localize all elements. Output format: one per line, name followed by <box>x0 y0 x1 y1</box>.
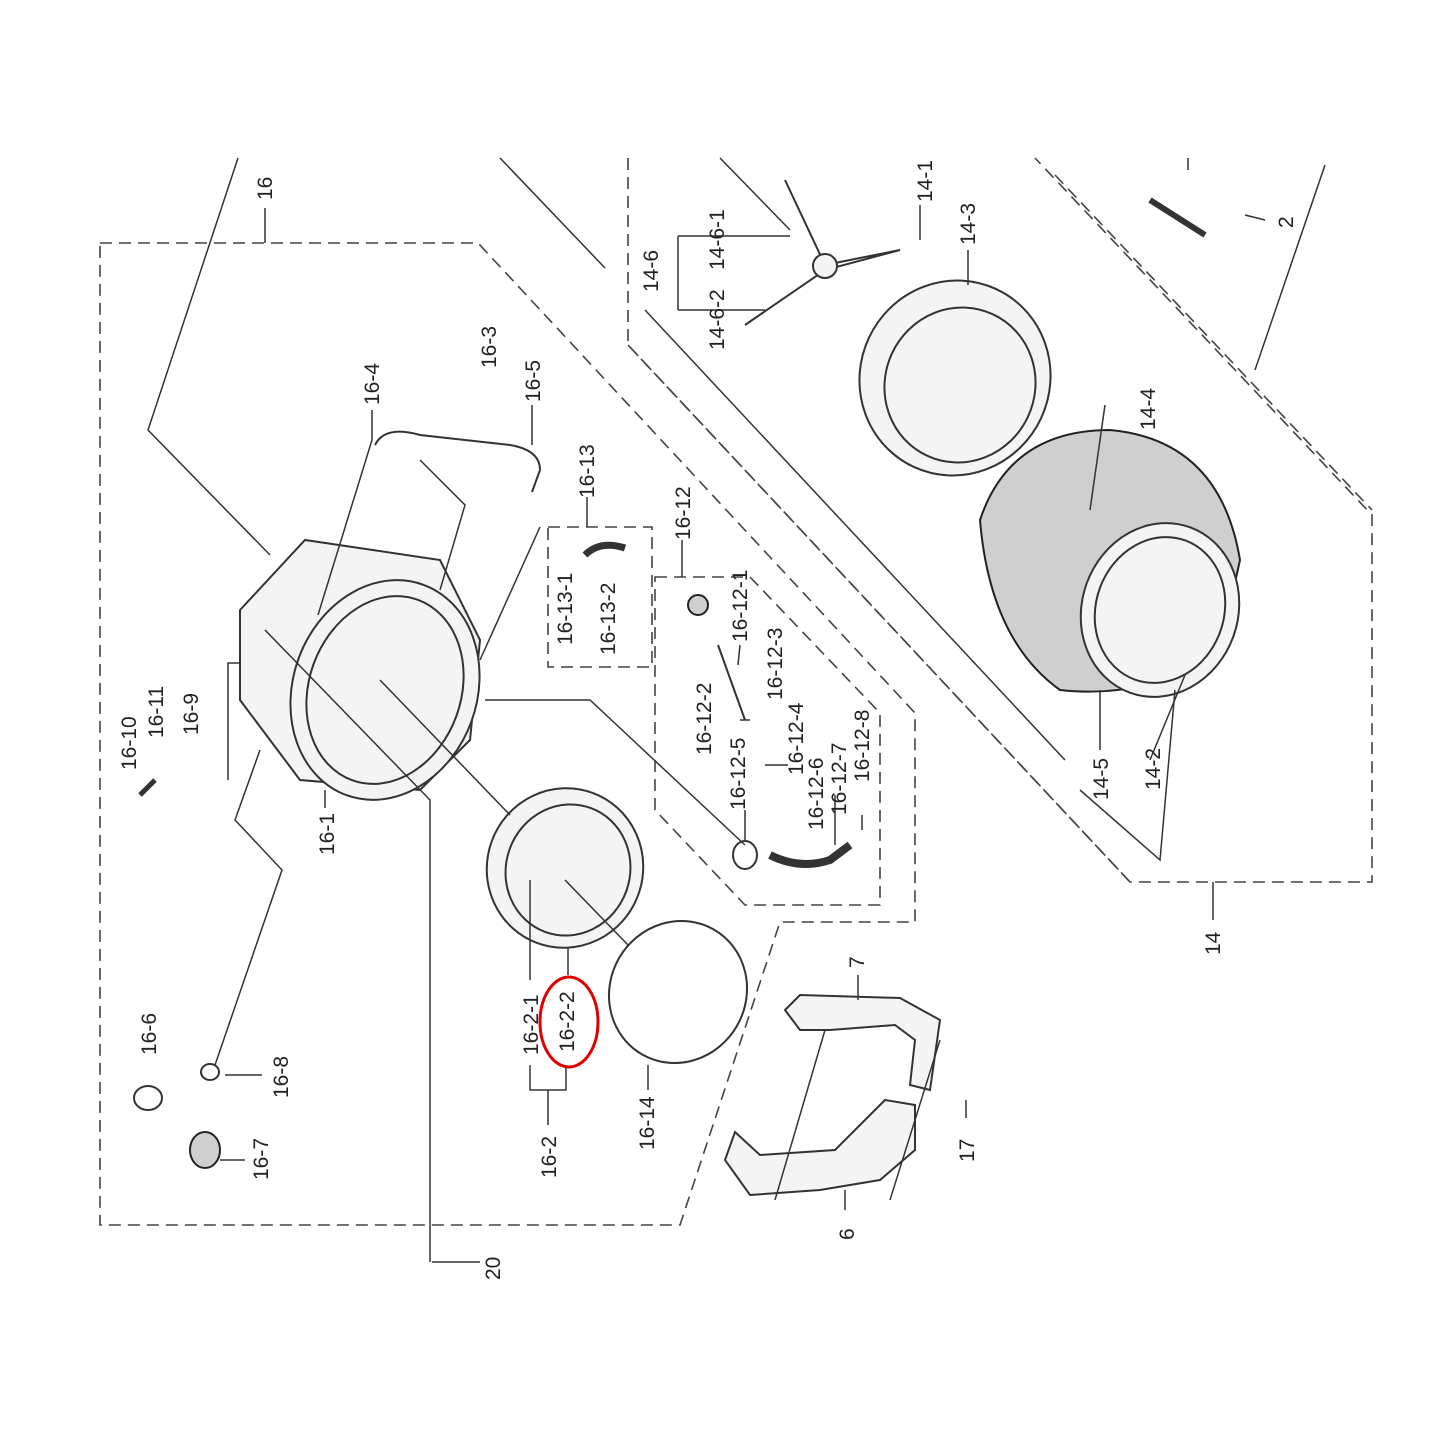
part-16-12-pump-hose <box>768 841 853 868</box>
label-14-1: 14-1 <box>914 160 937 202</box>
label-16-12-4: 16-12-4 <box>785 702 808 775</box>
label-16-2-1: 16-2-1 <box>520 994 543 1055</box>
label-16-1: 16-1 <box>316 813 339 855</box>
label-16-12-6: 16-12-6 <box>805 758 828 830</box>
label-16-12-7: 16-12-7 <box>828 743 851 815</box>
label-20: 20 <box>482 1257 505 1280</box>
part-16-13-2 <box>582 541 627 558</box>
part-16-6 <box>133 1085 163 1111</box>
part-16-8 <box>200 1063 220 1081</box>
label-16-13-2: 16-13-2 <box>597 583 620 655</box>
separator-line <box>499 157 606 269</box>
separator-line <box>1254 164 1326 371</box>
label-16-4: 16-4 <box>361 363 384 405</box>
tub-part-16-1 <box>239 538 482 801</box>
label-16-8: 16-8 <box>270 1056 293 1098</box>
label-16-12: 16-12 <box>672 486 695 540</box>
label-14-5: 14-5 <box>1090 758 1113 800</box>
part-16-11 <box>138 778 157 797</box>
label-16-12-1: 16-12-1 <box>729 570 752 642</box>
label-16-13-1: 16-13-1 <box>554 573 577 645</box>
label-16-14: 16-14 <box>636 1096 659 1150</box>
group-14-inner-dash <box>1054 174 1373 511</box>
label-16-6: 16-6 <box>138 1013 161 1055</box>
highlight-circle <box>538 975 600 1069</box>
part-16-7 <box>189 1131 221 1169</box>
spider-part-14-6 <box>744 179 901 326</box>
frame-part-6 <box>723 1098 916 1197</box>
label-14-6-2: 14-6-2 <box>706 289 729 350</box>
label-14: 14 <box>1202 931 1225 955</box>
drum-back-part-14-3 <box>858 279 1052 477</box>
hose-part-16-5 <box>374 430 542 493</box>
label-16-13: 16-13 <box>576 444 599 498</box>
label-7: 7 <box>846 956 869 968</box>
group-14-boundary <box>627 157 1373 883</box>
label-16-12-2: 16-12-2 <box>693 683 716 755</box>
separator-line <box>719 157 791 231</box>
drum-part-14 <box>978 428 1242 698</box>
group-14-inner-dash-2 <box>627 344 1131 883</box>
label-17: 17 <box>956 1139 979 1162</box>
label-16-3: 16-3 <box>478 326 501 368</box>
label-16-12-8: 16-12-8 <box>851 710 874 782</box>
part-16-12-3 <box>717 644 746 721</box>
label-16-2-2: 16-2-2 <box>556 991 579 1052</box>
label-16-9: 16-9 <box>180 693 203 735</box>
label-16-12-5: 16-12-5 <box>727 738 750 810</box>
label-16: 16 <box>254 177 277 200</box>
label-6: 6 <box>836 1228 859 1240</box>
label-14-6: 14-6 <box>640 250 663 292</box>
part-16-12-1 <box>687 594 709 616</box>
separator-line <box>644 309 1066 761</box>
label-2: 2 <box>1275 216 1298 228</box>
label-14-2: 14-2 <box>1142 748 1165 790</box>
label-16-5: 16-5 <box>522 360 545 402</box>
damper-part-2 <box>1148 197 1207 238</box>
group-16-boundary <box>99 242 916 1226</box>
gasket-part-16-14 <box>607 919 749 1065</box>
label-16-10: 16-10 <box>118 716 141 770</box>
label-16-2: 16-2 <box>538 1136 561 1178</box>
label-14-3: 14-3 <box>957 203 980 245</box>
label-16-7: 16-7 <box>250 1138 273 1180</box>
front-ring-part-16-2 <box>485 787 645 949</box>
part-16-12-5 <box>732 840 758 870</box>
label-16-12-3: 16-12-3 <box>764 628 787 700</box>
label-16-11: 16-11 <box>145 686 168 738</box>
part-labels: 16 16-4 16-3 16-5 16-13 16-12 16-13-1 16… <box>118 160 1298 1280</box>
label-14-6-1: 14-6-1 <box>706 209 729 270</box>
spider-hub <box>812 253 838 279</box>
leader-lines <box>147 157 1266 1263</box>
group-16-12-boundary <box>654 576 881 906</box>
label-14-4: 14-4 <box>1137 388 1160 430</box>
frame-part-7 <box>783 993 942 1092</box>
